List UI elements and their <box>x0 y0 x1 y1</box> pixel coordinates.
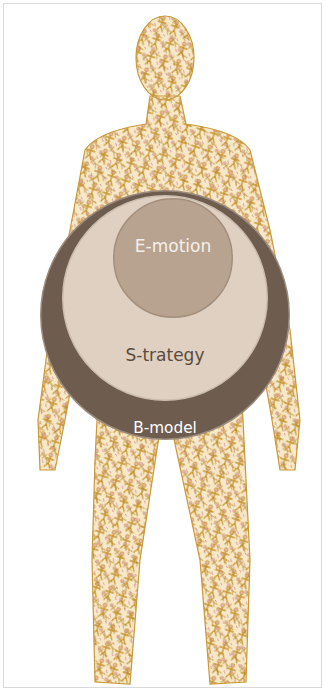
inner-circle: E-motion <box>113 198 233 318</box>
circle-fill <box>63 196 268 401</box>
circle-fill <box>41 191 290 440</box>
middle-circle: E-motionS-trategy <box>62 195 268 401</box>
figure-body-outline <box>38 96 300 684</box>
circle-fill <box>114 199 233 318</box>
circle-label: E-motion <box>135 236 211 256</box>
circle-label: S-trategy <box>126 345 205 365</box>
label-slot: B-model <box>40 418 290 437</box>
label-slot: E-motion <box>113 236 233 256</box>
circle-label: B-model <box>133 419 197 437</box>
label-slot: S-trategy <box>62 345 268 365</box>
outer-circle: E-motionS-trategyB-model <box>40 190 290 440</box>
figure-head-outline <box>136 16 194 100</box>
circle-shape <box>113 198 233 318</box>
